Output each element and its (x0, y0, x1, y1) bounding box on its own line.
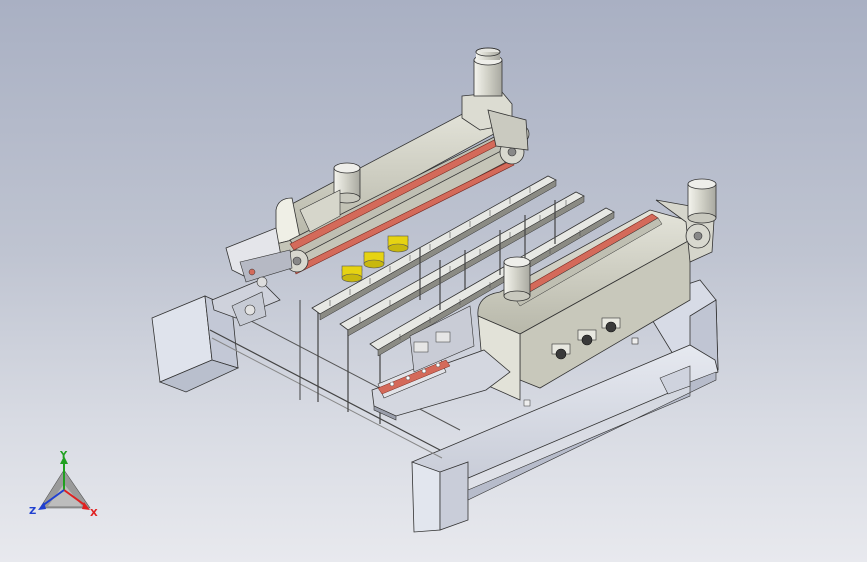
z-axis-label: Z (29, 506, 36, 517)
center-rails (311, 175, 615, 357)
left-grinding-wheels (341, 235, 409, 283)
control-knobs[interactable] (551, 317, 621, 360)
left-rear-motor (473, 47, 503, 97)
left-grinder-unit (211, 47, 530, 327)
z-axis-arrow (41, 489, 65, 507)
x-axis-label: X (90, 508, 98, 519)
coordinate-triad: Y X Z (29, 450, 98, 519)
y-axis-label: Y (59, 450, 68, 461)
right-rear-motor (687, 178, 717, 224)
x-axis-arrow (63, 489, 87, 507)
right-feed-chain (377, 359, 451, 395)
base-frame (151, 279, 719, 533)
right-mid-motor (503, 256, 531, 302)
right-grinder-unit (371, 178, 717, 421)
